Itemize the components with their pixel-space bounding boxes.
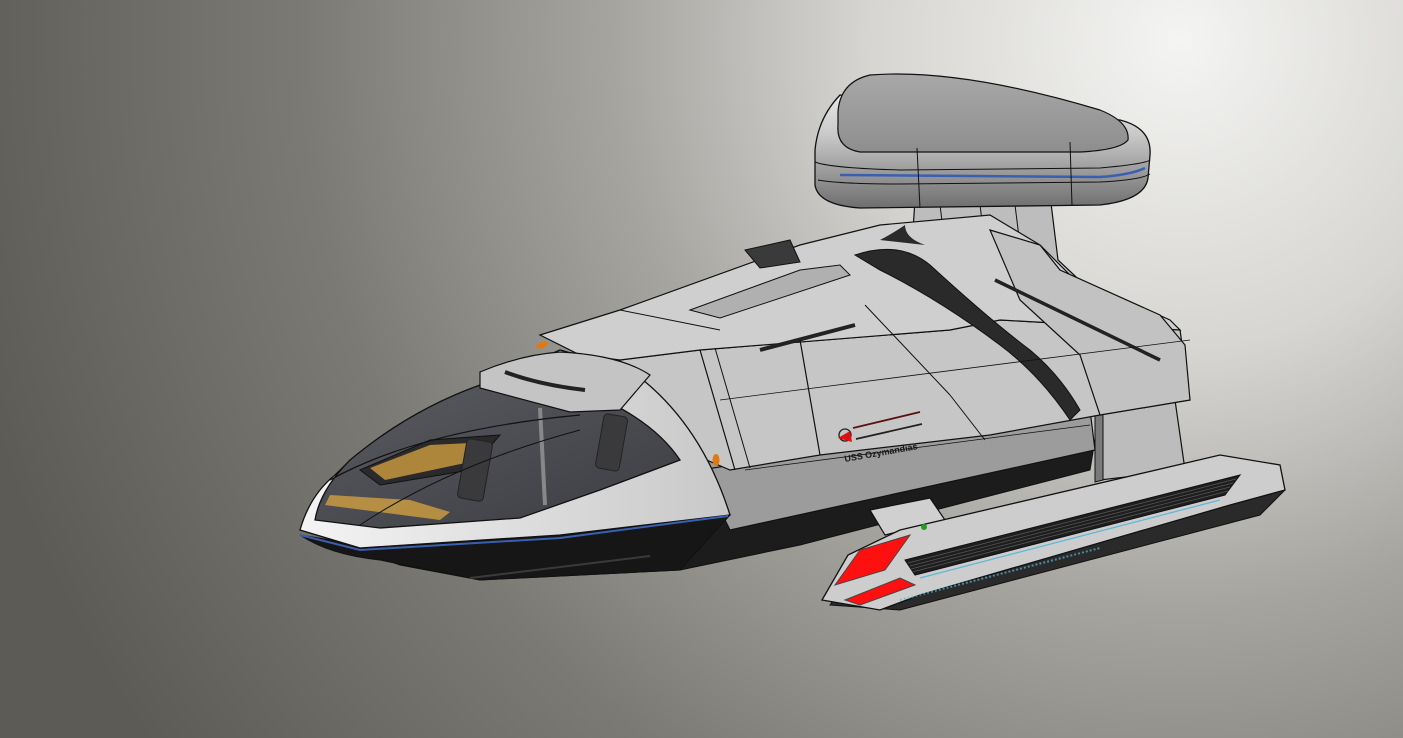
console-gold-display: [370, 442, 490, 480]
dorsal-vent-2: [994, 278, 1161, 362]
running-light: [536, 341, 548, 349]
bussard-red-lower: [843, 577, 917, 606]
bussard-red-upper: [833, 534, 912, 586]
hull-swoop-shadow: [853, 248, 1081, 421]
copilot-seat: [595, 413, 629, 472]
hull-blue-stripe: [299, 515, 729, 552]
pod-blue-band: [839, 166, 1146, 179]
pilot-seat: [457, 438, 493, 502]
warp-nacelle: [820, 454, 1286, 611]
nacelle-grille: [904, 474, 1242, 576]
running-light: [712, 454, 720, 466]
dorsal-vent-1: [759, 323, 856, 352]
nav-light-green: [921, 524, 927, 530]
hull-insignia: [838, 411, 923, 442]
cockpit-canopy: [299, 349, 732, 581]
